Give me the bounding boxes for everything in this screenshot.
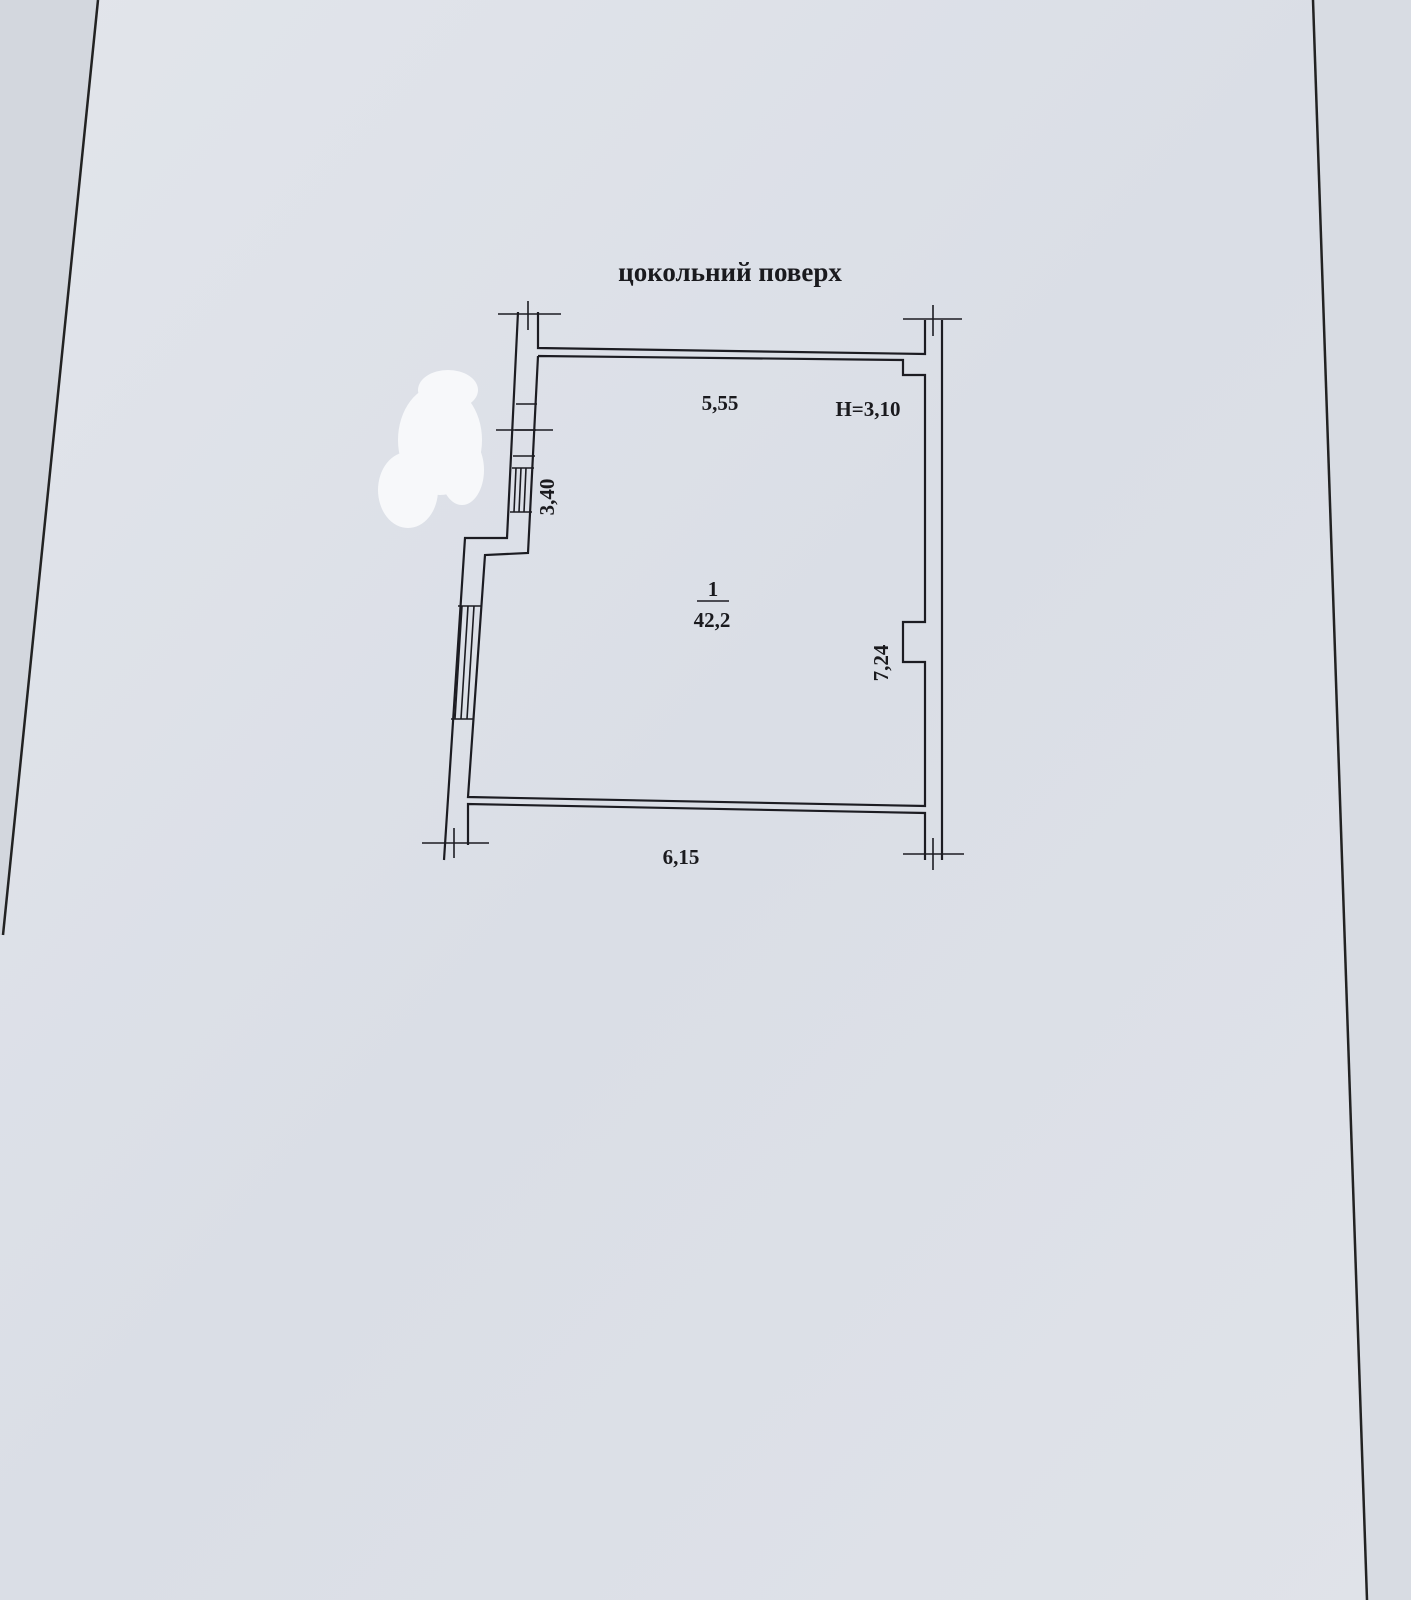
dimension-top: 5,55 [702,391,739,415]
axis-mark-top-right [903,305,962,336]
dimension-bottom: 6,15 [663,845,700,869]
left-wall-outer [442,311,520,861]
axis-mark-bottom-right [903,838,964,870]
room-number: 1 [708,577,719,601]
room-interior [466,354,927,808]
redaction-mark [378,370,484,528]
page-border-left [1,0,100,936]
ceiling-height: Н=3,10 [835,397,900,421]
dimension-left: 3,40 [535,479,559,516]
axis-mark-bottom-left [422,828,489,858]
axis-mark-top-left [498,301,561,330]
room-area: 42,2 [694,608,731,632]
page-right-margin [1313,0,1411,1600]
bottom-wall-outer [466,802,927,860]
window-lower [451,605,481,720]
dimension-right: 7,24 [869,644,893,681]
floor-plan: 5,55 Н=3,10 3,40 1 42,2 7,24 6,15 [422,301,964,870]
room-inner-outline [536,312,927,356]
window-upper [510,403,537,513]
floor-title: цокольний поверх [618,257,842,287]
page-border-right [1311,0,1369,1600]
